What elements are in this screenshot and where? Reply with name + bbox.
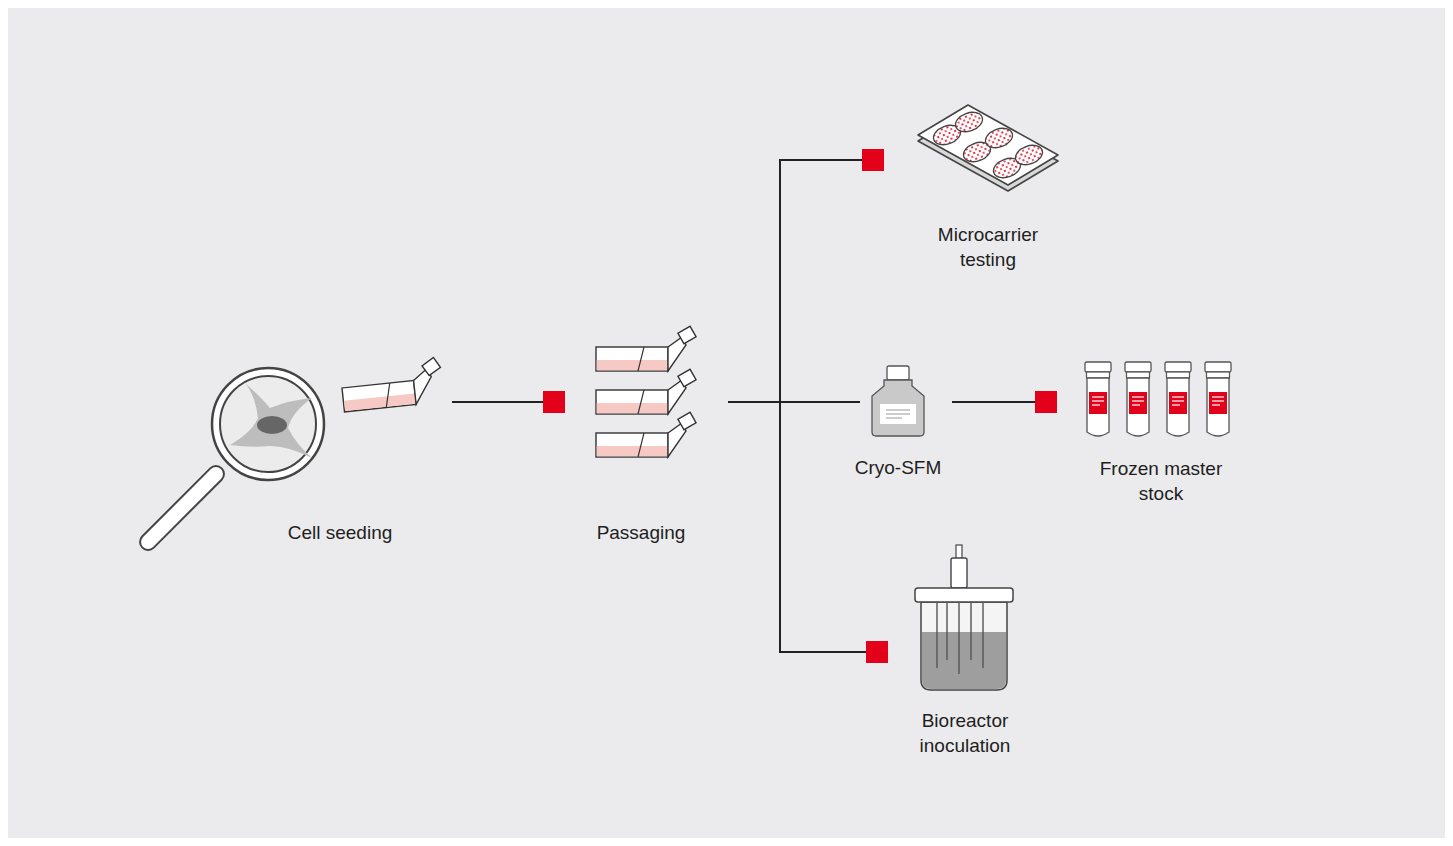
process-step: Passaging bbox=[565, 335, 728, 551]
process-step: Frozen master stock bbox=[1057, 352, 1257, 512]
process-step: Cell seeding bbox=[130, 360, 452, 551]
flow-connector bbox=[728, 402, 888, 652]
well-plate bbox=[918, 105, 1058, 191]
step-label: Microcarrier testing bbox=[918, 222, 1058, 272]
step-label: Cryo-SFM bbox=[855, 455, 942, 480]
step-label: Cell seeding bbox=[288, 520, 393, 545]
step-label: Frozen master stock bbox=[1096, 456, 1226, 506]
flow-connector bbox=[728, 160, 884, 402]
flow-connector bbox=[452, 401, 565, 403]
step-label: Passaging bbox=[597, 520, 686, 545]
process-step: Microcarrier testing bbox=[884, 92, 1074, 278]
process-step: Bioreactor inoculation bbox=[888, 538, 1048, 764]
medium-bottle bbox=[872, 366, 924, 436]
step-label: Bioreactor inoculation bbox=[903, 708, 1028, 758]
bioreactor bbox=[915, 545, 1013, 690]
process-step: Cryo-SFM bbox=[860, 360, 952, 486]
flow-connector bbox=[952, 401, 1057, 403]
